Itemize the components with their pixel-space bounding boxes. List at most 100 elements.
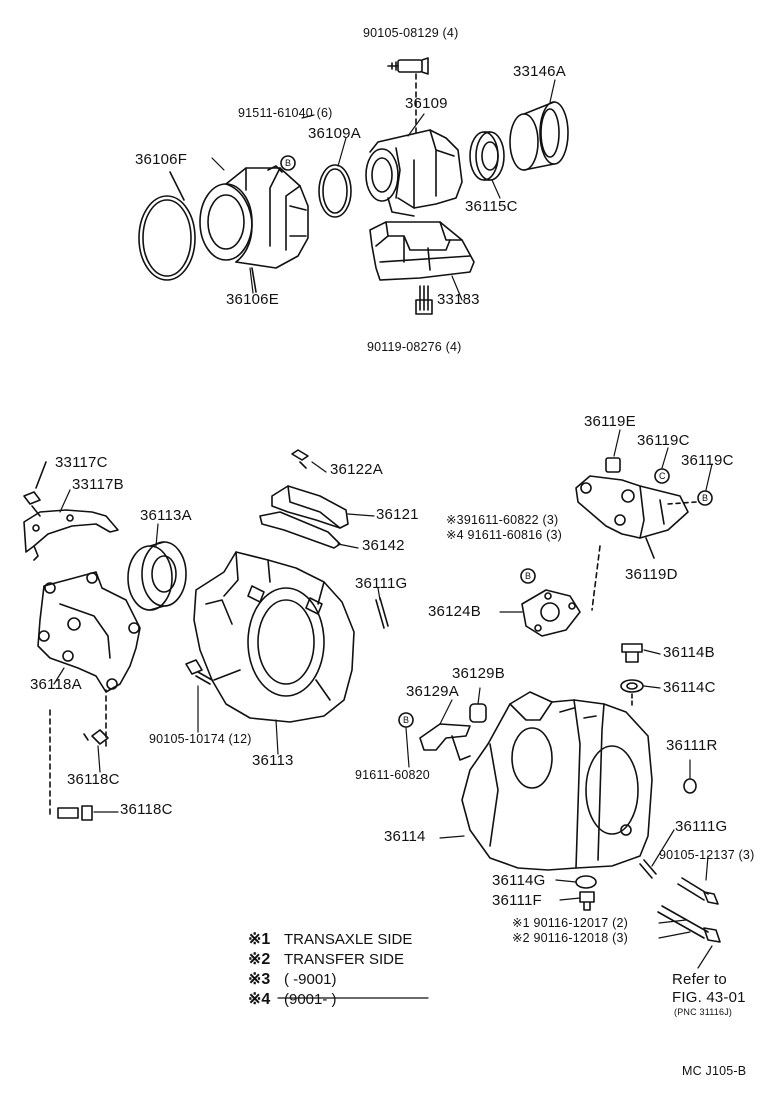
- label-36142: 36142: [362, 537, 405, 554]
- leader-33117C: [35, 461, 47, 489]
- bolt-36118C-upper: [83, 689, 109, 747]
- label-36118C-a: 36118C: [67, 771, 120, 788]
- housing-36106E: [199, 165, 309, 293]
- label-91611-60822: ※391611-60822 (3): [446, 513, 559, 527]
- bolt-marker-91511-61040: [280, 155, 296, 171]
- case-36114: [461, 691, 653, 871]
- pin-36111G-lower: [639, 859, 657, 879]
- label-36109: 36109: [405, 95, 448, 112]
- label-36121: 36121: [376, 506, 419, 523]
- note-row: ※2 TRANSFER SIDE: [248, 949, 448, 969]
- label-36114B: 36114B: [663, 644, 715, 661]
- note-mark: ※1: [248, 931, 271, 948]
- label-36119C-a: 36119C: [637, 432, 690, 449]
- label-90105-10174: 90105-10174 (12): [149, 732, 252, 746]
- bolt-36118C-lower: [49, 705, 93, 821]
- label-36114G: 36114G: [492, 872, 546, 889]
- bolt-marker-36119C-b: [697, 490, 713, 506]
- label-36111G-a: 36111G: [355, 575, 408, 592]
- case-36113: [193, 551, 355, 723]
- bolt-33117C: [23, 491, 41, 517]
- plug-36111R: [683, 778, 697, 794]
- label-36122A: 36122A: [330, 461, 383, 478]
- label-36113A: 36113A: [140, 507, 192, 524]
- seal-36113A: [127, 541, 187, 611]
- bushing-36129B: [469, 703, 487, 723]
- label-36111R: 36111R: [666, 737, 718, 754]
- bracket-36119D: [575, 475, 697, 559]
- label-36111G-b: 36111G: [675, 818, 728, 835]
- leader-lines: [53, 79, 713, 969]
- refer-fig-text: FIG. 43-01: [672, 989, 746, 1006]
- note-mark: ※2: [248, 951, 271, 968]
- note-mark: ※4: [248, 991, 271, 1008]
- refer-to-text: Refer to: [672, 971, 727, 988]
- label-36106F: 36106F: [135, 151, 188, 168]
- label-36114C: 36114C: [663, 679, 716, 696]
- clip-marker-36119C-a: [654, 468, 670, 484]
- bolt-90105-08129: [387, 57, 429, 133]
- pin-36111G-upper: [375, 597, 389, 629]
- note-text: TRANSFER SIDE: [284, 951, 405, 968]
- washer-36114G: [575, 875, 597, 889]
- dashed-leader-bracket: [591, 545, 601, 611]
- o-ring-36109A: [318, 164, 352, 218]
- bolt-90105-10174: [185, 659, 213, 685]
- bearing-36115C: [469, 131, 505, 181]
- label-91611-60816: ※4 91611-60816 (3): [446, 528, 563, 542]
- label-36106E: 36106E: [226, 291, 279, 308]
- label-90105-12137: 90105-12137 (3): [659, 848, 755, 862]
- marker-b-2: B: [702, 493, 709, 503]
- marker-b-1: B: [285, 158, 292, 168]
- nut-36119E: [605, 457, 621, 473]
- o-ring-36106F: [138, 171, 196, 281]
- marker-b-4: B: [403, 715, 410, 725]
- label-36119D: 36119D: [625, 566, 678, 583]
- sleeve-33146A: [509, 101, 569, 171]
- label-36118A: 36118A: [30, 676, 82, 693]
- label-36118C-b: 36118C: [120, 801, 173, 818]
- label-90105-08129: 90105-08129 (4): [363, 26, 459, 40]
- bolt-marker-91611-60820: [398, 712, 414, 728]
- note-row: ※4 (9001- ): [248, 989, 448, 1009]
- label-90116-12017: ※1 90116-12017 (2): [512, 916, 629, 930]
- figure-code: MC J105-B: [682, 1064, 747, 1078]
- bolt-marker-91611-60822: [520, 568, 536, 584]
- note-text: ( -9001): [284, 971, 337, 988]
- marker-c-1: C: [659, 471, 666, 481]
- gasket-36142: [259, 511, 341, 549]
- label-36113: 36113: [252, 752, 294, 769]
- note-row: ※1 TRANSAXLE SIDE: [248, 929, 448, 949]
- label-90119-08276: 90119-08276 (4): [367, 340, 462, 354]
- label-36129B: 36129B: [452, 665, 505, 682]
- label-33117B: 33117B: [72, 476, 124, 493]
- washer-36114C: [620, 679, 644, 707]
- bracket-36118A: [37, 571, 141, 693]
- marker-b-3: B: [525, 571, 532, 581]
- label-36124B: 36124B: [428, 603, 481, 620]
- label-33183: 33183: [437, 291, 480, 308]
- label-90116-12018: ※2 90116-12018 (3): [512, 931, 629, 945]
- label-91511-61040: 91511-61040 (6): [238, 106, 333, 120]
- cover-36121: [271, 485, 349, 529]
- label-36109A: 36109A: [308, 125, 361, 142]
- bracket-33117B: [23, 509, 119, 561]
- adapter-36109: [365, 129, 463, 217]
- screw-36122A: [291, 449, 309, 469]
- plate-36124B: [521, 589, 581, 637]
- clip-36129A: [419, 723, 471, 761]
- note-text: TRANSAXLE SIDE: [284, 931, 413, 948]
- plug-36111F: [579, 891, 595, 911]
- label-91611-60820: 91611-60820: [355, 768, 430, 782]
- label-36119C-b: 36119C: [681, 452, 734, 469]
- label-36119E: 36119E: [584, 413, 636, 430]
- label-36115C: 36115C: [465, 198, 518, 215]
- refer-pnc-text: (PNC 31116J): [674, 1007, 733, 1017]
- bolt-90119-08276: [415, 285, 433, 315]
- label-36114: 36114: [384, 828, 426, 845]
- bolt-90105-12137: [677, 877, 719, 905]
- note-mark: ※3: [248, 971, 271, 988]
- label-33117C: 33117C: [55, 454, 108, 471]
